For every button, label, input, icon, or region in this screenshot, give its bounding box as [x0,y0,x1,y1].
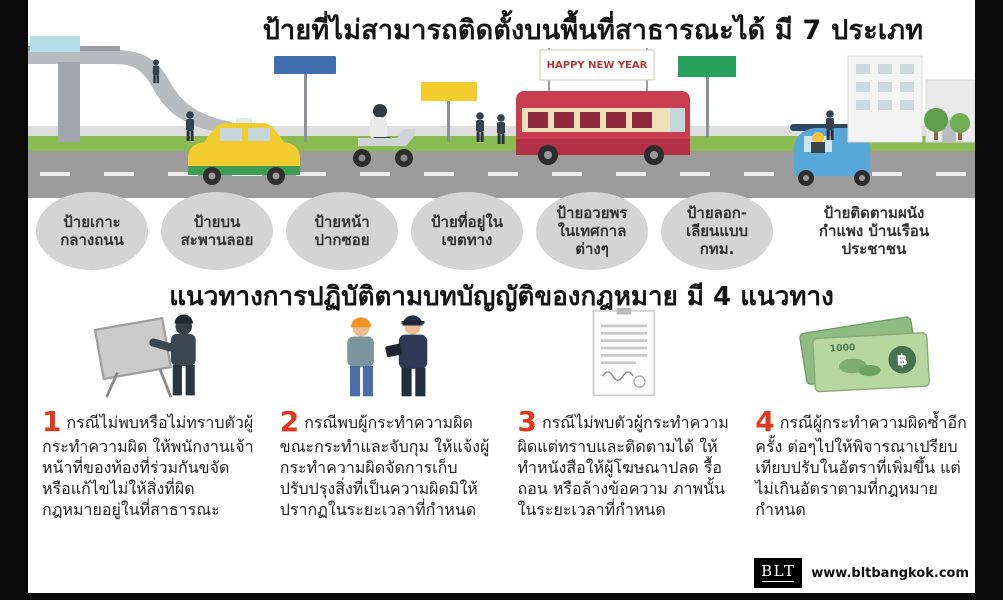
sign-type-1: ป้ายเกาะ กลางถนน [36,192,148,270]
footer: BLT www.bltbangkok.com [754,558,969,588]
blue-street-sign [274,56,336,142]
arrest-illustration [346,315,428,397]
sign-type-3: ป้ายหน้า ปากซอย [286,192,398,270]
sign-type-label: ป้ายหน้า [314,212,370,231]
guideline-text: กรณีไม่พบหรือไม่ทราบตัวผู้กระทำความผิด ใ… [42,413,254,520]
sign-type-label: ป้ายติดตามผนัง [823,203,925,222]
trees [924,108,970,140]
sign-type-label: ป้ายบน [193,212,241,231]
baht-symbol: ฿ [897,350,909,370]
bridge-blue-sign [30,36,80,52]
sign-type-5: ป้ายอวยพร ในเทศกาล ต่างๆ [536,192,648,270]
yellow-street-sign [421,82,477,142]
driver-helmet [812,132,824,144]
blt-logo: BLT [754,558,803,588]
taxi [188,118,300,185]
official-letter-illustration [592,308,655,397]
green-street-sign [678,56,736,138]
guideline-text: กรณีไม่พบตัวผู้กระทำความผิดแต่ทราบและติด… [517,413,729,520]
worker-figure [149,314,196,396]
sign-type-4: ป้ายที่อยู่ใน เขตทาง [411,192,523,270]
sign-type-label: ป้ายที่อยู่ใน [431,212,503,231]
sign-type-2: ป้ายบน สะพานลอย [161,192,273,270]
police-officer-figure [385,315,428,397]
motorcycle [353,104,415,167]
banknote-value: 1000 [830,342,856,354]
guideline-number: 4 [755,405,775,438]
sign-types-row: ป้ายเกาะ กลางถนน ป้ายบน สะพานลอย ป้ายหน้… [36,192,974,270]
sign-type-label: ป้ายอวยพร [556,203,628,222]
banknote: ฿ 1000 [812,332,931,393]
fine-banknotes-illustration: ฿ 1000 [799,316,931,393]
guideline-number: 2 [279,405,300,438]
guideline-text: กรณีพบผู้กระทำความผิดขณะกระทำและจับกุม ใ… [279,413,490,520]
banner-text: HAPPY NEW YEAR [547,60,648,71]
street-scene-illustration: HAPPY NEW YEAR [28,36,975,198]
buildings [847,55,975,143]
sign-type-label: ป้ายลอก- [686,203,748,222]
sign-removal-illustration [93,314,196,398]
offender-figure [346,317,374,397]
right-black-bar [975,0,1003,600]
guideline-number: 1 [42,405,62,438]
sign-type-6: ป้ายลอก- เลียนแบบ กทม. [661,192,773,270]
bus [516,91,690,165]
website-url: www.bltbangkok.com [811,565,969,581]
left-black-bar [0,0,28,600]
overpass-bridge [28,36,232,142]
blt-logo-rule [762,581,795,582]
blt-logo-text: BLT [761,562,796,580]
sign-type-7: ป้ายติดตามผนัง กำแพง บ้านเรือน ประชาชน [786,192,962,270]
guideline-number: 3 [517,405,537,438]
section-title: แนวทางการปฏิบัติตามบทบัญญัติของกฎหมาย มี… [169,282,834,312]
guideline-text: กรณีผู้กระทำความผิดซ้ำอีกครั้ง ต่อๆไปให้… [755,413,967,520]
main-title: ป้ายที่ไม่สามารถติดตั้งบนพื้นที่สาธารณะไ… [262,15,924,46]
bottom-black-bar [0,593,1003,600]
sign-type-label: ป้ายเกาะ [63,212,121,231]
